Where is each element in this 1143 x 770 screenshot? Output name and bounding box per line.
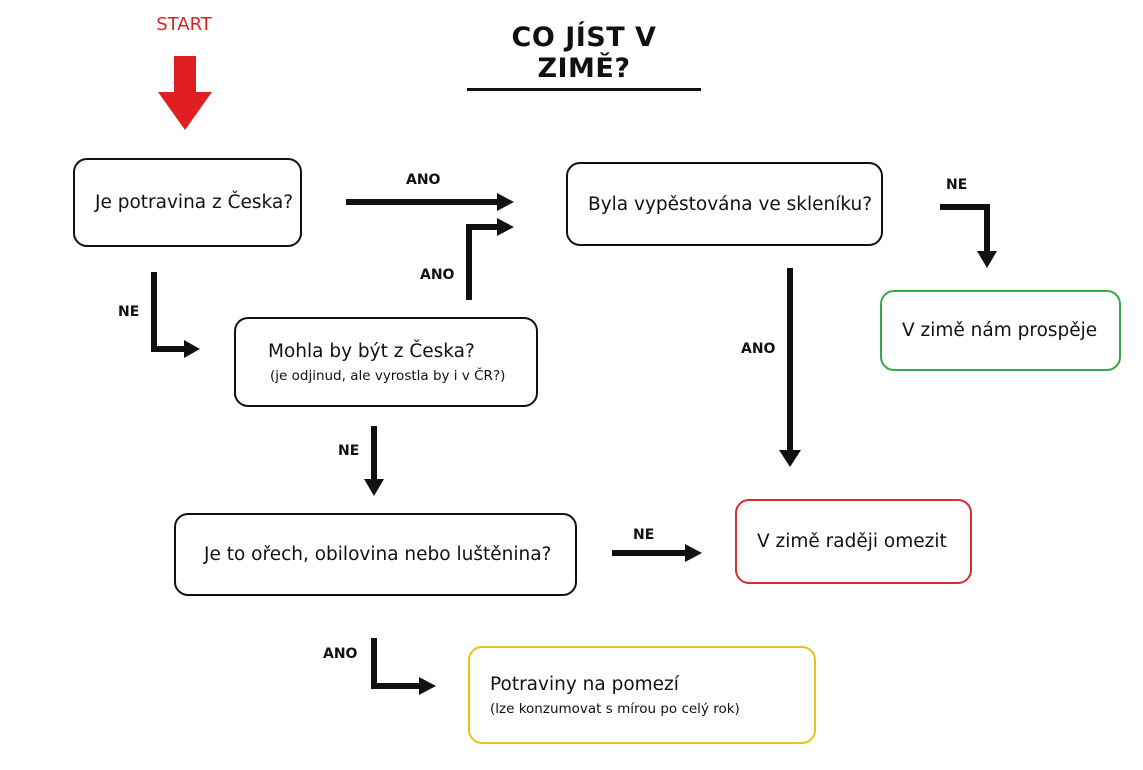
edge-label-greenhouse-yes: ANO bbox=[741, 341, 776, 357]
node-greenhouse: Byla vypěstována ve skleníku? bbox=[566, 162, 883, 246]
edge-label-czech-no: NE bbox=[118, 304, 140, 320]
node-result-borderline-text: Potraviny na pomezí bbox=[490, 673, 679, 695]
node-result-limit-text: V zimě raději omezit bbox=[757, 531, 947, 552]
arrow-czech-no bbox=[151, 272, 186, 352]
node-result-good-text: V zimě nám prospěje bbox=[902, 320, 1098, 341]
node-result-borderline-subtext: (lze konzumovat s mírou po celý rok) bbox=[490, 700, 740, 717]
node-is-nut: Je to ořech, obilovina nebo luštěnina? bbox=[174, 513, 577, 596]
arrow-nut-yes bbox=[371, 638, 422, 689]
node-greenhouse-text: Byla vypěstována ve skleníku? bbox=[588, 193, 873, 215]
diagram-title: CO JÍST V ZIMĚ? bbox=[467, 22, 701, 91]
edge-label-could-no: NE bbox=[338, 443, 360, 459]
node-is-czech: Je potravina z Česka? bbox=[73, 158, 302, 247]
node-result-limit: V zimě raději omezit bbox=[735, 499, 972, 584]
node-could-be-czech: Mohla by být z Česka? (je odjinud, ale v… bbox=[234, 317, 538, 407]
node-result-borderline: Potraviny na pomezí (lze konzumovat s mí… bbox=[468, 646, 816, 744]
node-is-nut-text: Je to ořech, obilovina nebo luštěnina? bbox=[204, 544, 552, 565]
arrowhead-greenhouse-no bbox=[977, 251, 997, 268]
edge-label-nut-no: NE bbox=[633, 527, 655, 543]
start-arrow bbox=[158, 56, 212, 130]
arrowhead-czech-yes bbox=[497, 193, 514, 211]
arrow-could-yes bbox=[466, 224, 500, 300]
node-is-czech-text: Je potravina z Česka? bbox=[95, 192, 294, 213]
arrowhead-czech-no bbox=[184, 340, 200, 358]
edge-label-nut-yes: ANO bbox=[323, 646, 358, 662]
edge-label-could-yes: ANO bbox=[420, 267, 455, 283]
arrowhead-nut-no bbox=[685, 544, 702, 562]
arrowhead-could-no bbox=[364, 479, 384, 496]
node-could-be-czech-text: Mohla by být z Česka? bbox=[268, 340, 475, 362]
arrowhead-nut-yes bbox=[419, 677, 436, 695]
start-label: START bbox=[156, 14, 212, 35]
edge-label-czech-yes: ANO bbox=[406, 172, 441, 188]
arrowhead-greenhouse-yes bbox=[779, 450, 801, 467]
node-could-be-czech-subtext: (je odjinud, ale vyrostla by i v ČR?) bbox=[270, 367, 506, 384]
arrow-greenhouse-no bbox=[940, 204, 990, 254]
arrowhead-could-yes bbox=[497, 218, 514, 236]
node-result-good: V zimě nám prospěje bbox=[880, 290, 1121, 371]
edge-label-greenhouse-no: NE bbox=[946, 177, 968, 193]
